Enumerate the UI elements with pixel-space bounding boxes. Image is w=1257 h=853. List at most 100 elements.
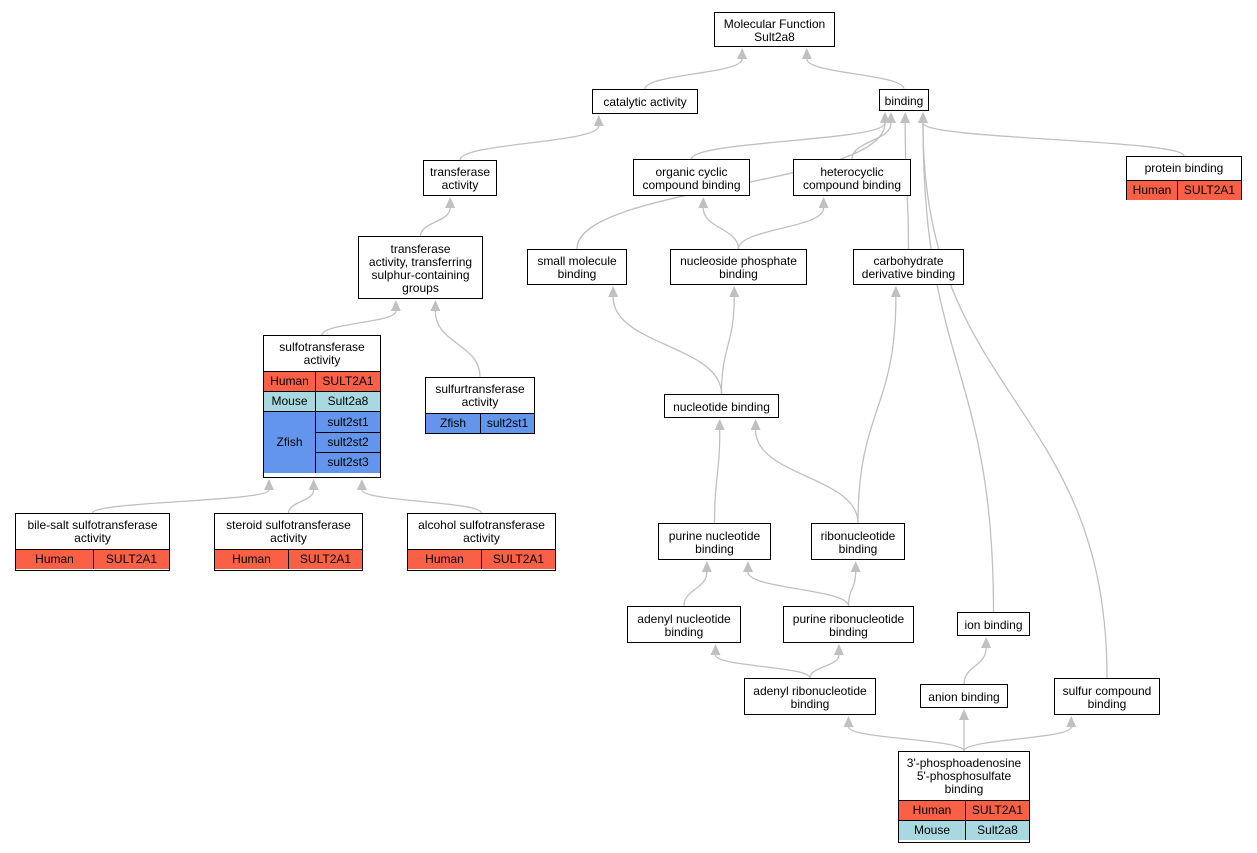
gene-label[interactable]: SULT2A1	[299, 552, 352, 566]
gene-list: Sult2a8	[966, 821, 1029, 840]
go-term-ribonucleotide[interactable]: ribonucleotide binding	[811, 523, 905, 560]
go-term-nucleotide[interactable]: nucleotide binding	[664, 394, 779, 418]
go-term-label: ribonucleotide binding	[820, 528, 896, 556]
go-term-adenyl-ribonucleotide[interactable]: adenyl ribonucleotide binding	[744, 678, 876, 715]
go-term-purine-nucleotide[interactable]: purine nucleotide binding	[658, 523, 771, 560]
gene-label[interactable]: sult2st2	[316, 432, 380, 452]
edge-sulfurtransferase-to-transferase_sulfur	[434, 310, 481, 378]
annotation-row: Human SULT2A1	[899, 800, 1029, 820]
edge-purine_ribonucleotide-to-purine_nucleotide	[747, 571, 850, 607]
edge-sulfotransferase-to-transferase_sulfur	[321, 310, 397, 336]
go-term-carbohydrate-derivative[interactable]: carbohydrate derivative binding	[853, 249, 964, 285]
edge-paps_binding-to-sulfur_compound	[963, 726, 1072, 752]
gene-label[interactable]: SULT2A1	[322, 374, 374, 388]
edge-arrowhead	[918, 112, 928, 123]
go-term-heterocyclic[interactable]: heterocyclic compound binding	[793, 159, 911, 196]
edge-nucleotide-to-small_molecule	[612, 296, 723, 395]
edge-arrowhead	[890, 286, 901, 297]
go-term-label: small molecule binding	[537, 254, 617, 281]
go-term-label: organic cyclic compound binding	[642, 164, 741, 192]
go-term-label: Molecular Function Sult2a8	[723, 16, 826, 44]
gene-list: sult2st1	[481, 414, 534, 433]
edge-arrowhead	[743, 561, 753, 572]
edge-arrowhead	[445, 197, 456, 208]
go-term-sulfur-compound[interactable]: sulfur compound binding	[1054, 678, 1160, 715]
go-term-adenyl-nucleotide[interactable]: adenyl nucleotide binding	[627, 606, 741, 643]
edge-binding-to-root	[806, 58, 905, 90]
species-label: Mouse	[899, 821, 966, 840]
edge-sulfur_compound-to-binding	[922, 122, 1108, 679]
go-term-root[interactable]: Molecular Function Sult2a8	[714, 12, 835, 47]
gene-label[interactable]: SULT2A1	[492, 552, 545, 566]
go-term-binding[interactable]: binding	[879, 89, 929, 111]
species-label: Human	[899, 801, 966, 820]
annotation-row: Human SULT2A1	[264, 371, 380, 391]
go-term-label: purine nucleotide binding	[668, 528, 761, 556]
go-term-paps-binding[interactable]: 3'-phosphoadenosine 5'-phosphosulfate bi…	[898, 751, 1030, 843]
gene-label[interactable]: Sult2a8	[327, 394, 369, 408]
go-term-label: carbohydrate derivative binding	[861, 254, 956, 281]
edge-arrowhead	[356, 479, 367, 490]
edge-purine_nucleotide-to-nucleotide	[713, 429, 721, 524]
go-term-purine-ribonucleotide[interactable]: purine ribonucleotide binding	[783, 606, 914, 643]
go-term-nucleoside-phosphate[interactable]: nucleoside phosphate binding	[670, 249, 807, 285]
edge-arrowhead	[698, 197, 709, 208]
species-label: Human	[408, 550, 482, 569]
go-term-label: nucleoside phosphate binding	[680, 254, 797, 281]
edge-arrowhead	[900, 112, 911, 123]
species-label: Zfish	[426, 414, 481, 433]
species-label: Human	[1127, 181, 1178, 200]
gene-list: SULT2A1	[482, 550, 555, 569]
go-term-label: anion binding	[928, 689, 1000, 704]
go-term-label: purine ribonucleotide binding	[792, 611, 905, 639]
gene-label[interactable]: sult2st1	[327, 414, 369, 429]
edge-steroid-to-sulfotransferase	[287, 489, 315, 514]
go-term-anion-binding[interactable]: anion binding	[920, 684, 1008, 708]
edge-arrowhead	[729, 286, 740, 297]
species-label: Human	[215, 550, 289, 569]
edge-arrowhead	[737, 48, 748, 59]
edge-organic_cyclic-to-binding	[690, 122, 886, 160]
go-term-label: sulfurtransferase activity	[435, 381, 525, 409]
go-term-label: protein binding	[1144, 161, 1224, 175]
edge-arrowhead	[843, 716, 854, 727]
gene-list: SULT2A1	[966, 801, 1029, 820]
go-term-label: sulfur compound binding	[1062, 683, 1152, 711]
gene-label[interactable]: Sult2a8	[977, 823, 1018, 837]
edge-arrowhead	[714, 419, 725, 430]
species-label: Mouse	[264, 392, 316, 411]
go-term-organic-cyclic[interactable]: organic cyclic compound binding	[633, 159, 750, 196]
edge-arrowhead	[593, 115, 604, 126]
go-term-transferase[interactable]: transferase activity	[423, 160, 497, 196]
edge-nucleotide-to-nucleoside_phosphate	[720, 296, 735, 395]
go-term-small-molecule[interactable]: small molecule binding	[527, 249, 627, 285]
gene-label[interactable]: sult2st1	[486, 416, 529, 430]
go-term-label: alcohol sulfotransferase activity	[418, 517, 545, 545]
gene-label[interactable]: sult2st3	[316, 452, 380, 472]
go-term-label: 3'-phosphoadenosine 5'-phosphosulfate bi…	[906, 755, 1022, 796]
go-term-label: bile-salt sulfotransferase activity	[27, 517, 158, 545]
annotation-row: Mouse Sult2a8	[264, 391, 380, 411]
gene-list: SULT2A1	[94, 550, 169, 569]
gene-list: SULT2A1	[316, 372, 380, 391]
edge-arrowhead	[981, 637, 992, 648]
go-term-catalytic[interactable]: catalytic activity	[592, 89, 698, 114]
go-term-label: adenyl ribonucleotide binding	[753, 683, 867, 711]
edge-arrowhead	[430, 300, 441, 311]
annotation-row: Zfish sult2st1	[426, 413, 534, 433]
go-term-ion-binding[interactable]: ion binding	[957, 612, 1030, 636]
species-label: Human	[264, 372, 316, 391]
gene-label[interactable]: SULT2A1	[105, 552, 158, 566]
edge-arrowhead	[608, 286, 619, 297]
gene-label[interactable]: SULT2A1	[1183, 183, 1236, 197]
gene-label[interactable]: SULT2A1	[971, 803, 1024, 817]
go-term-transferase-sulfur[interactable]: transferase activity, transferring sulph…	[358, 236, 483, 299]
